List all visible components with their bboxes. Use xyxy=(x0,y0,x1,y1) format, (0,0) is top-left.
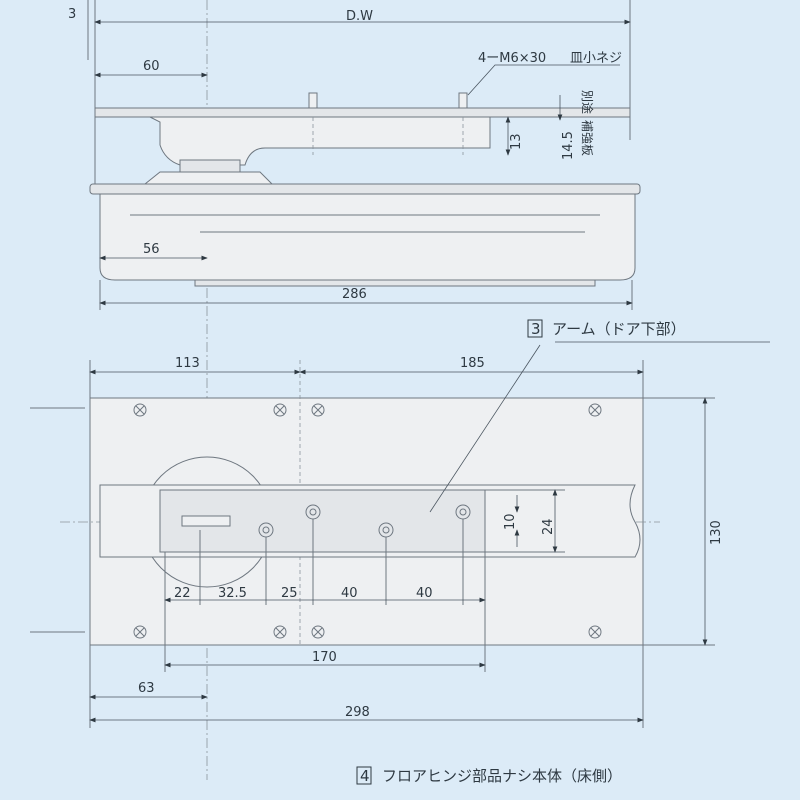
dim-40b: 40 xyxy=(416,586,433,601)
door-panel xyxy=(94,107,631,118)
dim-13: 13 xyxy=(509,133,524,150)
hinge-body xyxy=(99,193,636,281)
dim-63: 63 xyxy=(138,681,155,696)
screw-type: 皿小ネジ xyxy=(570,51,622,66)
arm xyxy=(149,116,491,166)
dim-130: 130 xyxy=(709,520,724,545)
dim-32-5: 32.5 xyxy=(218,586,247,601)
dim-298: 298 xyxy=(345,705,370,720)
body-caption-text: フロアヒンジ部品ナシ本体（床側） xyxy=(382,767,622,785)
dim-door-width: D.W xyxy=(346,9,373,24)
side-view: D.W 3 60 4ーM6×30 皿小ネジ 13 14.5 別途 補強板 56 … xyxy=(68,0,641,780)
dim-286: 286 xyxy=(342,287,367,302)
dim-113: 113 xyxy=(175,356,200,371)
dim-14-5: 14.5 xyxy=(561,131,576,160)
dim-22: 22 xyxy=(174,586,191,601)
dim-10: 10 xyxy=(503,513,518,530)
dim-56: 56 xyxy=(143,242,160,257)
svg-text:4: 4 xyxy=(360,767,370,785)
plate-screws xyxy=(133,403,602,639)
svg-text:3: 3 xyxy=(531,320,541,338)
body-caption: 4 フロアヒンジ部品ナシ本体（床側） xyxy=(356,766,622,785)
dim-25: 25 xyxy=(281,586,298,601)
door-label: 別途 xyxy=(580,90,595,114)
cover-plate xyxy=(89,183,641,195)
screw-spec: 4ーM6×30 xyxy=(478,51,546,66)
reinforcement-label: 補強板 xyxy=(580,120,594,156)
dim-60: 60 xyxy=(143,59,160,74)
dim-offset: 3 xyxy=(68,7,76,22)
arm-caption: 3 アーム（ドア下部） xyxy=(527,319,770,343)
dim-185: 185 xyxy=(460,356,485,371)
dim-170: 170 xyxy=(312,650,337,665)
dim-24: 24 xyxy=(541,518,556,535)
dim-40a: 40 xyxy=(341,586,358,601)
plan-view: 113 185 130 24 10 22 32.5 25 40 40 170 6… xyxy=(30,344,724,728)
arm-caption-text: アーム（ドア下部） xyxy=(552,320,686,338)
